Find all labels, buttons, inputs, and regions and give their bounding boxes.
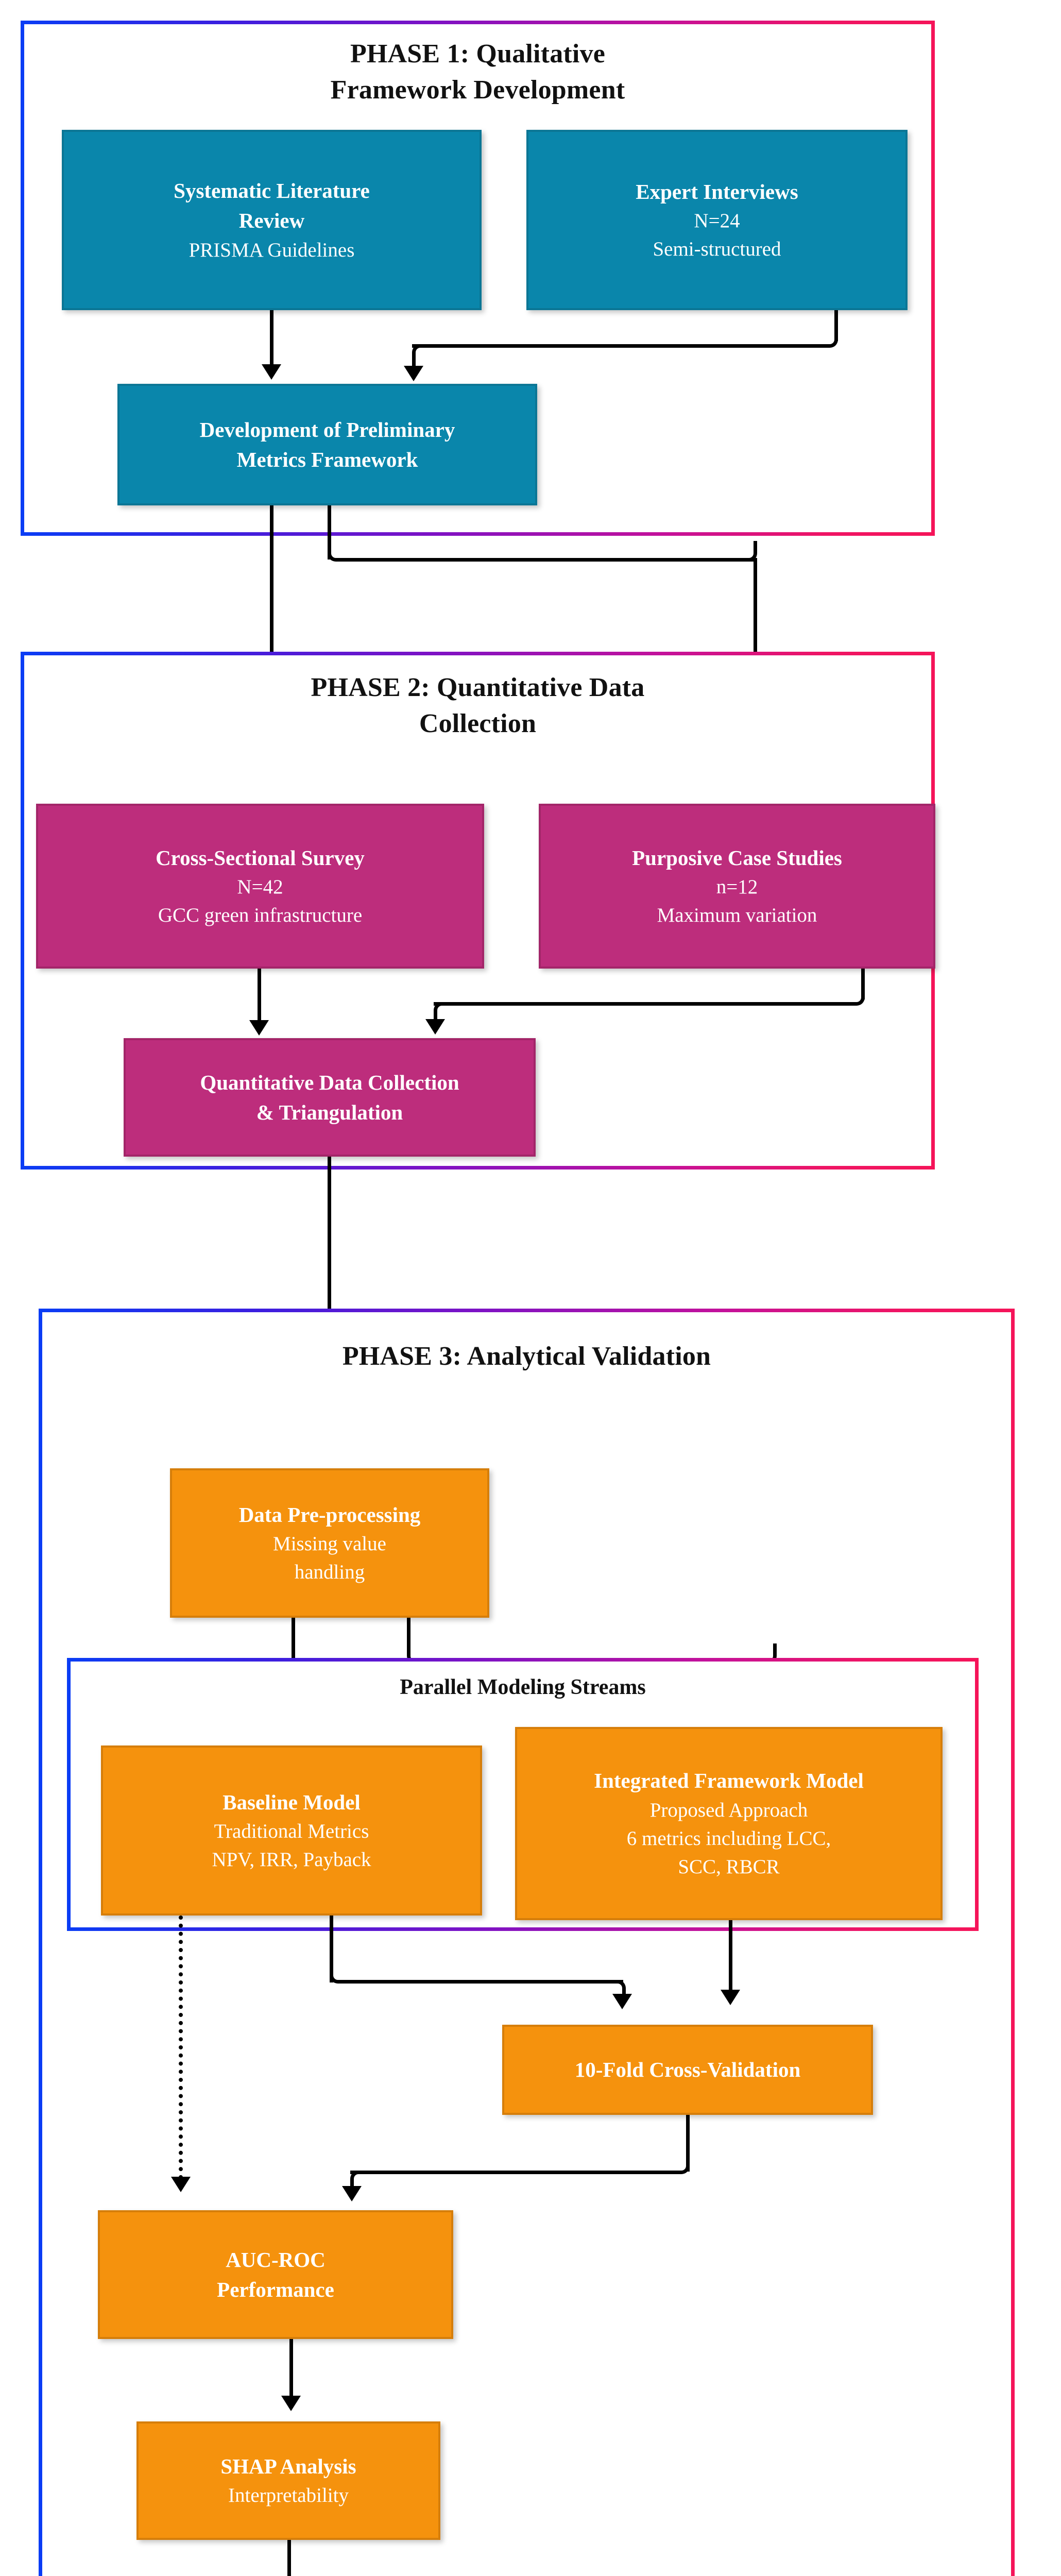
connector-auc-to-shap	[289, 2339, 293, 2406]
arrowhead-cv-to-auc	[342, 2186, 362, 2201]
node-auc-roc-performance[interactable]: AUC-ROC Performance	[98, 2210, 453, 2339]
node-expert-interviews[interactable]: Expert Interviews N=24 Semi-structured	[526, 130, 908, 310]
phase-3-title-line-1: PHASE 3: Analytical Validation	[342, 1342, 711, 1371]
node-systematic-literature-review[interactable]: Systematic Literature Review PRISMA Guid…	[62, 130, 482, 310]
connector-baseline-to-auc-dotted	[179, 1916, 183, 2188]
node-detail-1: N=42	[237, 875, 283, 898]
node-10-fold-cross-validation[interactable]: 10-Fold Cross-Validation	[502, 2025, 873, 2115]
node-detail-2: 6 metrics including LCC,	[626, 1827, 831, 1850]
node-title: Purposive Case Studies	[632, 845, 842, 870]
node-title: SHAP Analysis	[220, 2454, 356, 2479]
arrowhead-baseline-to-auc-dotted	[171, 2177, 191, 2192]
node-cross-sectional-survey[interactable]: Cross-Sectional Survey N=42 GCC green in…	[36, 804, 484, 969]
arrowhead-auc-to-shap	[281, 2396, 301, 2411]
connector-cv-auc-corner-2	[350, 2171, 371, 2191]
connector-baseline-cv-horizontal	[343, 1980, 623, 1984]
phase-2-title-line-2: Collection	[419, 709, 537, 739]
connector-expert-corner	[819, 327, 838, 348]
node-detail-1: Interpretability	[228, 2484, 349, 2507]
connector-cv-auc-horizontal	[350, 2171, 672, 2174]
connector-baseline-to-cv-down-1	[330, 1916, 333, 1982]
connector-framework-out-left	[328, 505, 331, 560]
node-detail-2: Semi-structured	[653, 238, 781, 261]
connector-case-studies-down-1	[861, 969, 865, 999]
node-title-2: Review	[238, 209, 305, 233]
connector-baseline-cv-corner-2	[605, 1980, 626, 2001]
node-detail-1: Proposed Approach	[649, 1799, 808, 1821]
node-shap-analysis[interactable]: SHAP Analysis Interpretability	[136, 2421, 440, 2540]
node-detail-1: Missing value	[273, 1532, 386, 1555]
connector-shap-to-validated	[287, 2540, 291, 2576]
arrowhead-case-studies-to-triangulation	[425, 1019, 445, 1035]
node-title: Baseline Model	[223, 1790, 361, 1814]
node-detail-3: SCC, RBCR	[678, 1856, 780, 1878]
node-title: 10-Fold Cross-Validation	[574, 2058, 801, 2082]
node-title: AUC-ROC	[226, 2247, 326, 2272]
phase-1-title: PHASE 1: Qualitative Framework Developme…	[21, 36, 935, 108]
node-title: Cross-Sectional Survey	[156, 845, 365, 870]
phase-1-title-line-1: PHASE 1: Qualitative	[350, 39, 606, 69]
node-title: Systematic Literature	[174, 179, 370, 203]
node-baseline-model[interactable]: Baseline Model Traditional Metrics NPV, …	[101, 1745, 482, 1916]
connector-expert-corner-2	[412, 344, 433, 365]
connector-survey-to-triangulation	[258, 969, 261, 1025]
connector-triangulation-to-preprocessing	[328, 1157, 331, 1466]
arrowhead-survey-to-triangulation	[249, 1020, 269, 1036]
node-title-2: & Triangulation	[256, 1100, 403, 1124]
node-integrated-framework-model[interactable]: Integrated Framework Model Proposed Appr…	[515, 1727, 943, 1920]
connector-baseline-cv-corner-1	[330, 1963, 350, 1984]
arrowhead-expert-to-framework	[404, 366, 423, 381]
node-detail-2: NPV, IRR, Payback	[212, 1849, 371, 1871]
node-quantitative-data-collection-triangulation[interactable]: Quantitative Data Collection & Triangula…	[124, 1038, 536, 1157]
connector-framework-out-down-left	[270, 505, 273, 769]
node-data-pre-processing[interactable]: Data Pre-processing Missing value handli…	[170, 1468, 489, 1618]
arrowhead-slr-to-framework	[262, 364, 281, 380]
node-purposive-case-studies[interactable]: Purposive Case Studies n=12 Maximum vari…	[539, 804, 935, 969]
node-detail-2: GCC green infrastructure	[158, 904, 363, 927]
node-title-2: Metrics Framework	[236, 448, 418, 471]
connector-cv-auc-corner-1	[670, 2154, 690, 2174]
phase-2-title: PHASE 2: Quantitative Data Collection	[21, 670, 935, 742]
node-title: Quantitative Data Collection	[200, 1070, 459, 1094]
node-detail-1: n=12	[716, 875, 758, 898]
node-detail-1: PRISMA Guidelines	[189, 239, 355, 261]
node-detail-2: handling	[294, 1561, 365, 1584]
connector-case-studies-horizontal	[434, 1002, 848, 1006]
node-detail-1: Traditional Metrics	[214, 1820, 369, 1842]
connector-cv-to-auc-down-1	[686, 2115, 690, 2172]
connector-expert-horizontal	[412, 344, 822, 348]
connector-preprocessing-right-down-1	[407, 1618, 410, 1649]
node-title-2: Performance	[217, 2278, 334, 2301]
connector-bridge-corner-left	[328, 541, 348, 562]
connector-slr-to-framework	[270, 310, 273, 369]
connector-bridge-corner-right	[737, 541, 757, 562]
node-title: Integrated Framework Model	[594, 1769, 864, 1793]
node-detail-2: Maximum variation	[657, 904, 817, 927]
connector-integrated-to-cv	[729, 1920, 732, 2000]
node-title: Expert Interviews	[636, 179, 798, 204]
parallel-modeling-streams-title: Parallel Modeling Streams	[400, 1675, 646, 1699]
phase-3-title: PHASE 3: Analytical Validation	[39, 1338, 1015, 1375]
node-detail-1: N=24	[694, 209, 740, 232]
connector-expert-down-1	[834, 310, 838, 341]
phase-1-title-line-2: Framework Development	[330, 75, 625, 105]
phase-2-title-line-1: PHASE 2: Quantitative Data	[311, 673, 645, 702]
node-title: Development of Preliminary	[199, 417, 455, 442]
node-preliminary-metrics-framework[interactable]: Development of Preliminary Metrics Frame…	[117, 384, 537, 505]
arrowhead-integrated-to-cv	[721, 1990, 740, 2005]
connector-bridge-horizontal	[340, 558, 757, 562]
node-title: Data Pre-processing	[238, 1502, 421, 1527]
arrowhead-baseline-to-cv	[612, 1994, 632, 2009]
connector-case-studies-corner	[846, 985, 865, 1006]
connector-case-studies-corner-2	[434, 1002, 454, 1023]
